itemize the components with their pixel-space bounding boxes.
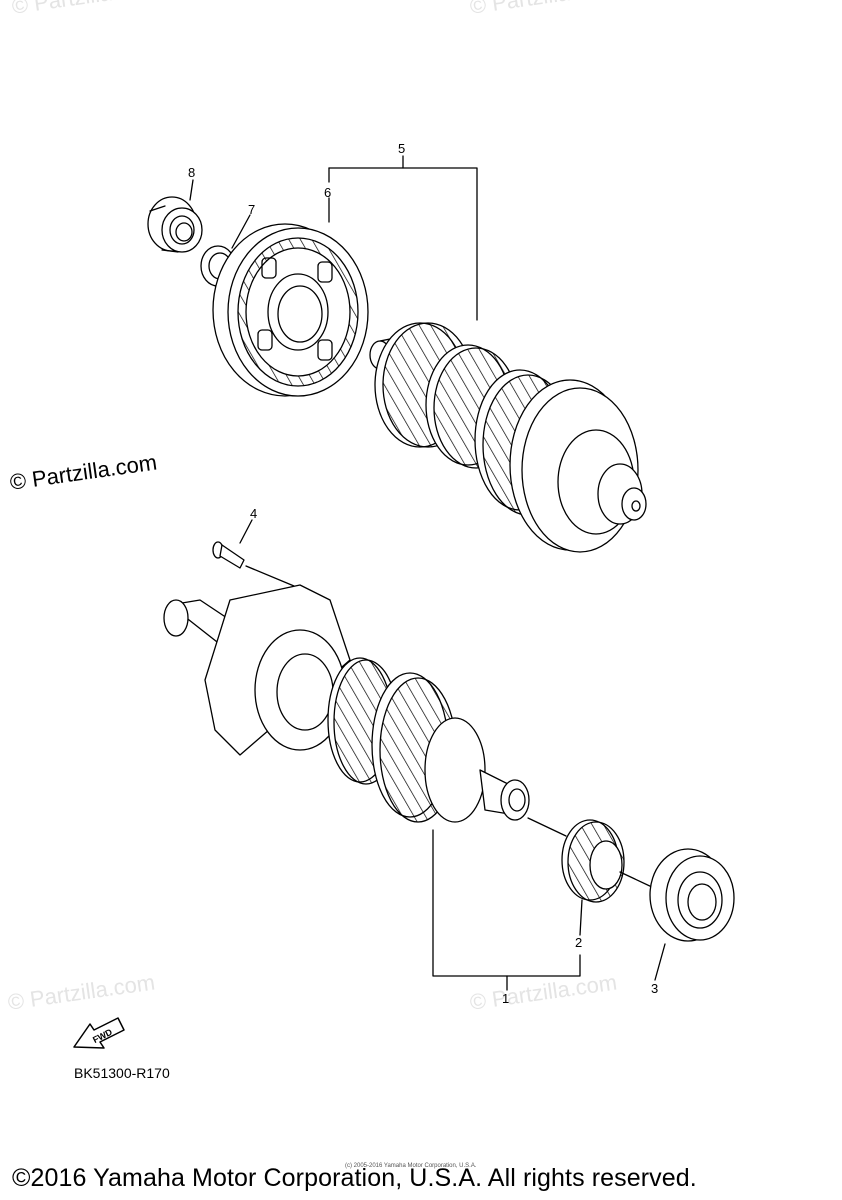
callout-3: 3 [651,981,659,996]
callout-5: 5 [398,141,406,156]
copyright-notice: ©2016 Yamaha Motor Corporation, U.S.A. A… [12,1164,697,1192]
screw [212,541,245,569]
bearing-upper [147,196,203,253]
fwd-arrow [73,1017,125,1049]
callout-1: 1 [502,991,510,1006]
bearing-lower [649,848,735,942]
small-gear [561,819,625,903]
callout-8: 8 [188,165,196,180]
callout-7: 7 [248,202,256,217]
callout-6: 6 [324,185,332,200]
fine-print: (c) 2005-2016 Yamaha Motor Corporation, … [345,1163,477,1169]
diagram-code: BK51300-R170 [74,1065,170,1081]
upper-shaft-assembly [369,322,647,553]
callout-4: 4 [250,506,258,521]
callout-2: 2 [575,935,583,950]
lower-shaft-assembly [163,584,530,823]
large-gear [212,223,369,397]
